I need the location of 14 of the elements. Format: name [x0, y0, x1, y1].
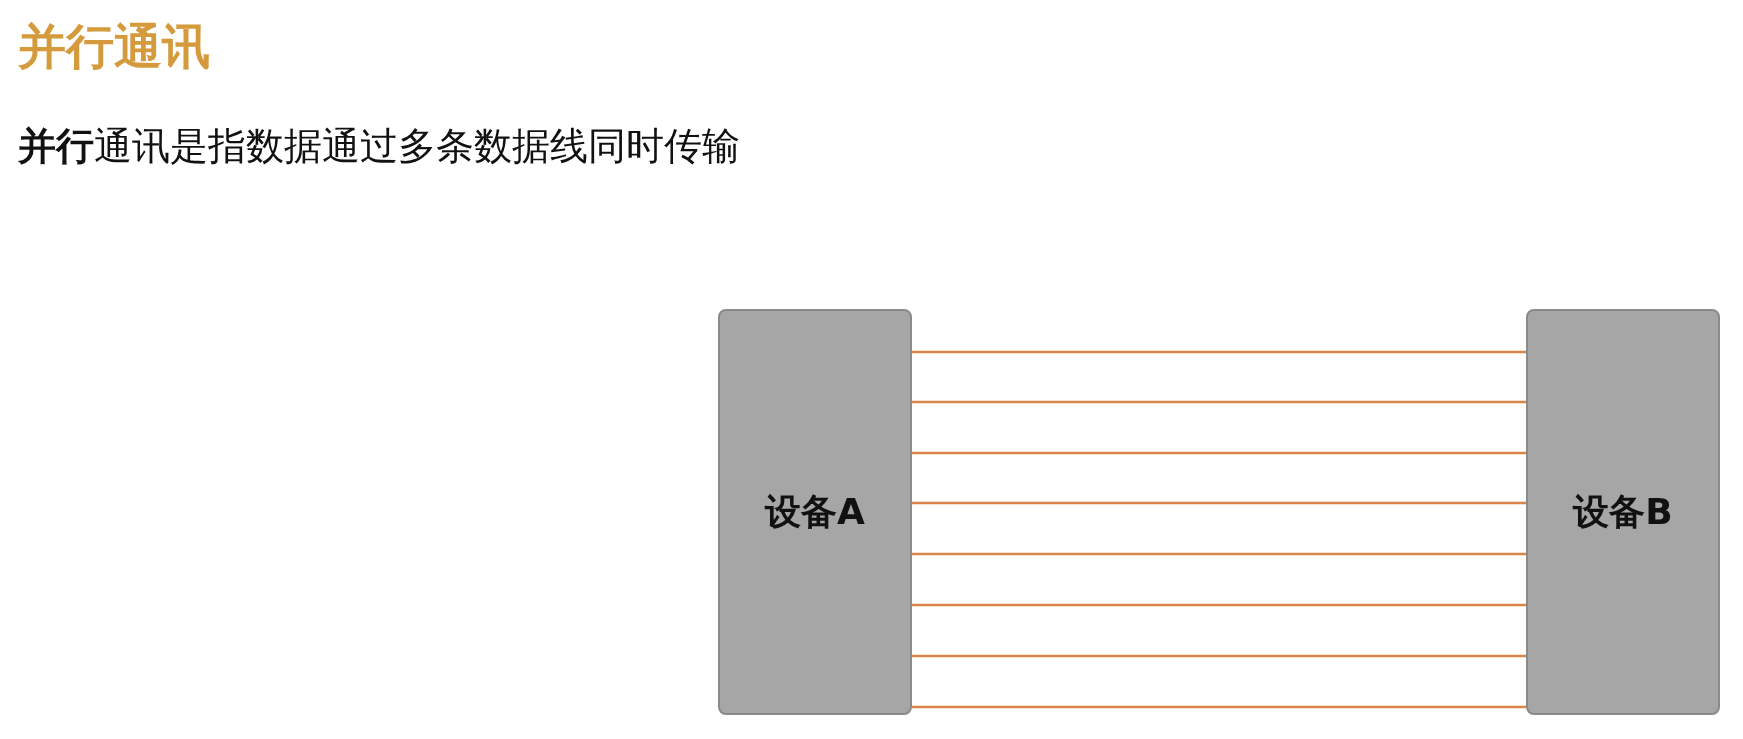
device-label: 设备A	[765, 489, 865, 534]
title: 并行通讯	[18, 18, 210, 76]
device-box	[718, 309, 912, 715]
device-box	[1526, 309, 1720, 715]
description-text: 并行通讯是指数据通过多条数据线同时传输	[18, 124, 740, 170]
wire-line	[912, 451, 1526, 455]
wire-line	[912, 552, 1526, 556]
wire-line	[912, 654, 1526, 658]
wire-line	[912, 603, 1526, 607]
wire-line	[912, 705, 1526, 709]
device-label: 设备B	[1573, 489, 1673, 534]
wire-line	[912, 501, 1526, 505]
wire-line	[912, 350, 1526, 354]
wire-line	[912, 400, 1526, 404]
